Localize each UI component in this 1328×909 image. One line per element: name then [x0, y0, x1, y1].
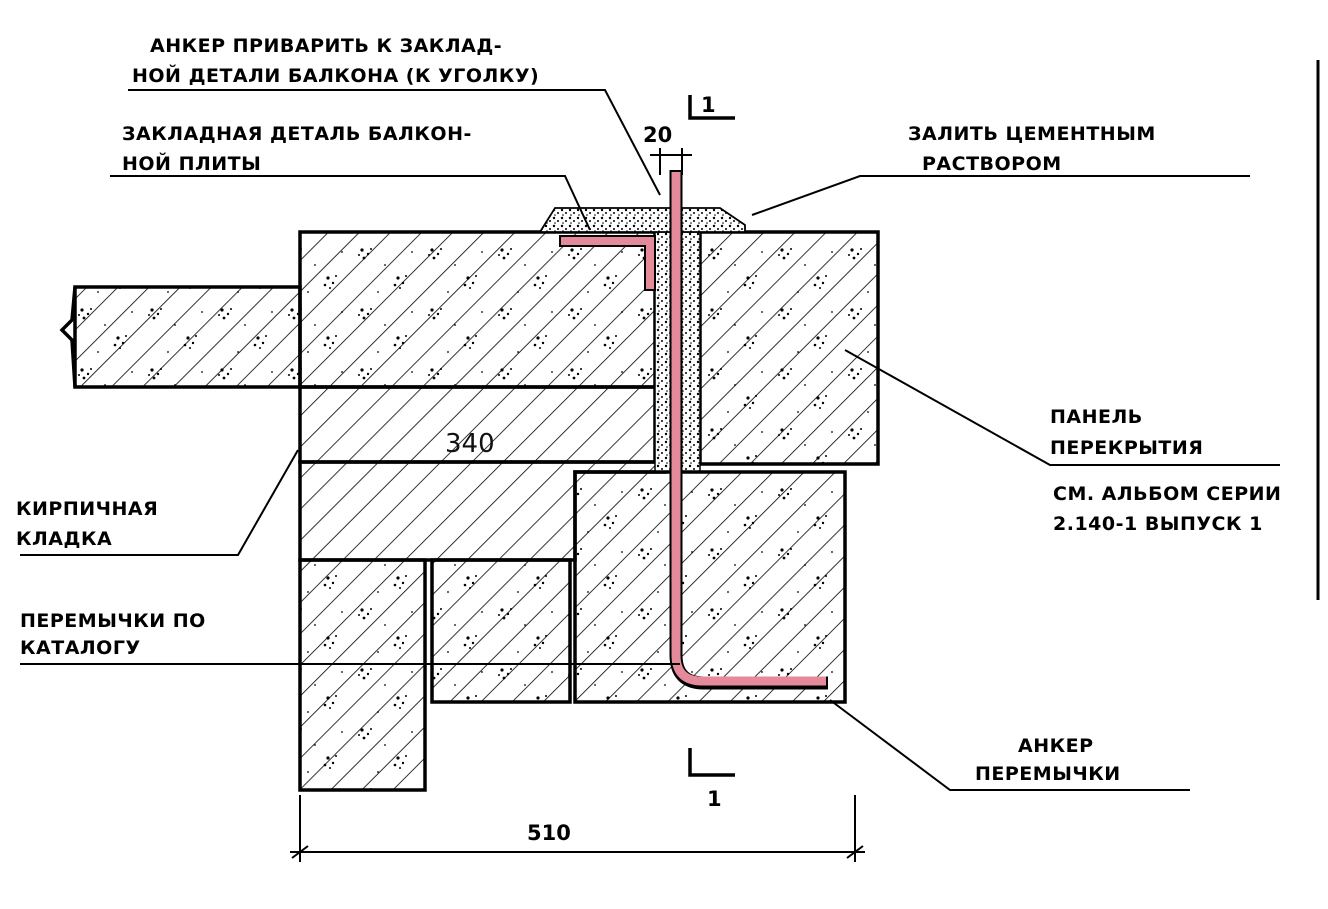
svg-text:ПЕРЕКРЫТИЯ: ПЕРЕКРЫТИЯ	[1050, 437, 1203, 459]
label-anchor-weld: АНКЕР ПРИВАРИТЬ К ЗАКЛАД- НОЙ ДЕТАЛИ БАЛ…	[132, 35, 539, 87]
svg-text:20: 20	[643, 123, 672, 147]
svg-text:НОЙ ПЛИТЫ: НОЙ ПЛИТЫ	[122, 152, 261, 175]
floor-panel	[698, 230, 880, 466]
wall-dimension-340: 340	[445, 429, 495, 459]
svg-text:СМ. АЛЬБОМ СЕРИИ: СМ. АЛЬБОМ СЕРИИ	[1053, 483, 1281, 505]
leader-lines	[20, 89, 1280, 791]
gap-dimension: 20	[643, 123, 692, 175]
svg-text:2.140-1 ВЫПУСК 1: 2.140-1 ВЫПУСК 1	[1053, 513, 1263, 535]
svg-text:ЗАЛИТЬ ЦЕМЕНТНЫМ: ЗАЛИТЬ ЦЕМЕНТНЫМ	[908, 123, 1156, 145]
section-mark-bottom: 1	[688, 748, 735, 811]
svg-text:КИРПИЧНАЯ: КИРПИЧНАЯ	[16, 498, 158, 520]
lintel-left	[298, 558, 427, 792]
svg-text:АНКЕР: АНКЕР	[1018, 735, 1094, 757]
embedded-angle	[559, 235, 656, 291]
svg-text:ЗАКЛАДНАЯ ДЕТАЛЬ БАЛКОН-: ЗАКЛАДНАЯ ДЕТАЛЬ БАЛКОН-	[122, 123, 472, 145]
label-lintels: ПЕРЕМЫЧКИ ПО КАТАЛОГУ	[20, 610, 206, 659]
section-mark-top: 1	[688, 93, 735, 120]
label-lintel-anchor: АНКЕР ПЕРЕМЫЧКИ	[975, 735, 1121, 785]
lintel-right	[573, 470, 847, 704]
balcony-slab	[59, 285, 302, 389]
svg-text:КАТАЛОГУ: КАТАЛОГУ	[20, 637, 141, 659]
svg-text:1: 1	[707, 787, 722, 811]
lintel-middle	[430, 558, 572, 704]
label-floor-panel: ПАНЕЛЬ ПЕРЕКРЫТИЯ	[1050, 406, 1203, 459]
slab-bearing-block	[298, 230, 657, 389]
total-dimension: 510	[290, 795, 865, 862]
label-series-reference: СМ. АЛЬБОМ СЕРИИ 2.140-1 ВЫПУСК 1	[1053, 483, 1281, 535]
svg-text:ПЕРЕМЫЧКИ ПО: ПЕРЕМЫЧКИ ПО	[20, 610, 206, 632]
anchor-bar-fill	[671, 172, 826, 686]
svg-text:АНКЕР ПРИВАРИТЬ К ЗАКЛАД-: АНКЕР ПРИВАРИТЬ К ЗАКЛАД-	[150, 35, 502, 57]
svg-text:ПЕРЕМЫЧКИ: ПЕРЕМЫЧКИ	[975, 763, 1121, 785]
label-embedded-part: ЗАКЛАДНАЯ ДЕТАЛЬ БАЛКОН- НОЙ ПЛИТЫ	[122, 123, 472, 175]
svg-text:510: 510	[527, 821, 571, 845]
label-grout: ЗАЛИТЬ ЦЕМЕНТНЫМ РАСТВОРОМ	[908, 123, 1156, 175]
svg-text:ПАНЕЛЬ: ПАНЕЛЬ	[1050, 406, 1143, 428]
svg-text:1: 1	[701, 93, 716, 117]
svg-text:НОЙ ДЕТАЛИ БАЛКОНА (К УГОЛКУ): НОЙ ДЕТАЛИ БАЛКОНА (К УГОЛКУ)	[132, 64, 539, 87]
label-brickwork: КИРПИЧНАЯ КЛАДКА	[16, 498, 158, 550]
svg-text:КЛАДКА: КЛАДКА	[16, 528, 112, 550]
svg-text:РАСТВОРОМ: РАСТВОРОМ	[922, 153, 1062, 175]
